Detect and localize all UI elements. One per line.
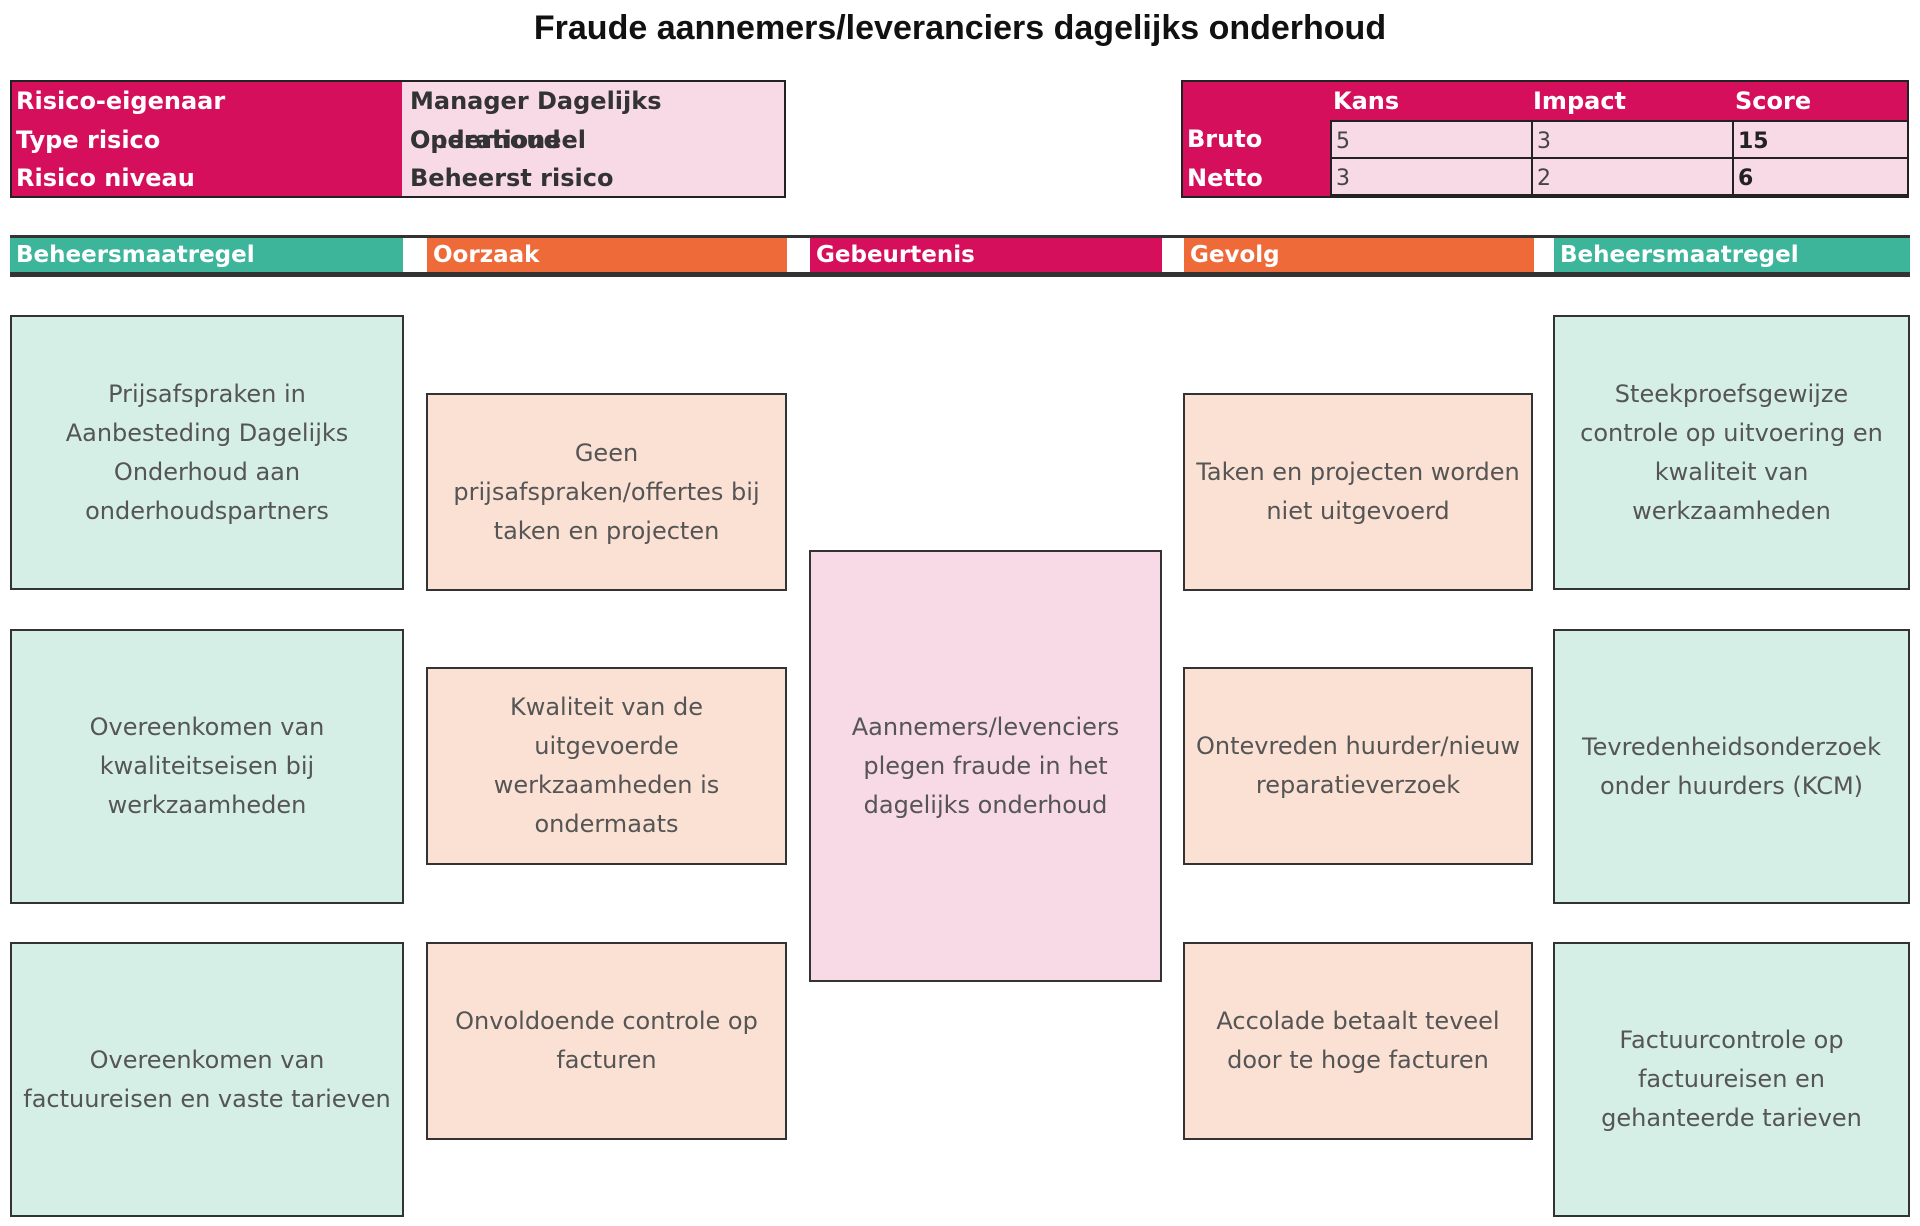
cause-text: Kwaliteit van de uitgevoerde werkzaamhed… bbox=[493, 693, 720, 838]
bruto-score: 15 bbox=[1732, 120, 1909, 159]
right-control-box: Tevredenheidsonderzoek onder huurders (K… bbox=[1553, 629, 1910, 904]
consequence-text: Taken en projecten worden niet uitgevoer… bbox=[1196, 458, 1520, 525]
consequence-box: Accolade betaalt teveel door te hoge fac… bbox=[1183, 942, 1533, 1140]
band-oorzaak: Oorzaak bbox=[427, 238, 787, 272]
risk-info-labels: Risico-eigenaar Type risico Risico nivea… bbox=[12, 82, 402, 196]
cause-text: Onvoldoende controle op facturen bbox=[455, 1007, 758, 1074]
netto-score: 6 bbox=[1732, 157, 1909, 196]
row-label-netto: Netto bbox=[1187, 164, 1263, 192]
risk-info-table: Risico-eigenaar Type risico Risico nivea… bbox=[10, 80, 786, 198]
cause-box: Geen prijsafspraken/offertes bij taken e… bbox=[426, 393, 787, 591]
netto-impact: 2 bbox=[1531, 157, 1734, 196]
cause-box: Onvoldoende controle op facturen bbox=[426, 942, 787, 1140]
band-beheersmaatregel-right: Beheersmaatregel bbox=[1554, 238, 1910, 272]
left-control-text: Overeenkomen van factuureisen en vaste t… bbox=[23, 1045, 391, 1113]
right-control-box: Steekproefsgewijze controle op uitvoerin… bbox=[1553, 315, 1910, 590]
cause-text: Geen prijsafspraken/offertes bij taken e… bbox=[453, 438, 760, 545]
bruto-impact: 3 bbox=[1531, 120, 1734, 159]
right-control-text: Factuurcontrole op factuureisen en gehan… bbox=[1601, 1026, 1862, 1132]
label-risico-eigenaar: Risico-eigenaar bbox=[16, 87, 226, 115]
header-score: Score bbox=[1735, 87, 1812, 115]
left-control-box: Overeenkomen van factuureisen en vaste t… bbox=[10, 942, 404, 1217]
row-label-bruto: Bruto bbox=[1187, 125, 1263, 153]
value-risico-niveau: Beheerst risico bbox=[410, 164, 614, 193]
band-gevolg: Gevolg bbox=[1184, 238, 1534, 272]
band-gebeurtenis: Gebeurtenis bbox=[810, 238, 1162, 272]
right-control-text: Tevredenheidsonderzoek onder huurders (K… bbox=[1582, 732, 1881, 800]
page-title: Fraude aannemers/leveranciers dagelijks … bbox=[533, 9, 1387, 47]
bowtie-header-band: Beheersmaatregel Oorzaak Gebeurtenis Gev… bbox=[10, 235, 1910, 277]
risk-score-table: Kans Impact Score Bruto Netto 5 3 15 3 2… bbox=[1181, 80, 1909, 198]
value-type-risico: Operationeel bbox=[410, 125, 586, 154]
band-beheersmaatregel-left: Beheersmaatregel bbox=[10, 238, 403, 272]
value-risico-eigenaar: Manager Dagelijks Onderhoud bbox=[410, 87, 662, 154]
left-control-box: Overeenkomen van kwaliteitseisen bij wer… bbox=[10, 629, 404, 904]
header-impact: Impact bbox=[1533, 87, 1627, 115]
bruto-kans: 5 bbox=[1330, 120, 1533, 159]
consequence-box: Ontevreden huurder/nieuw reparatieverzoe… bbox=[1183, 667, 1533, 865]
label-risico-niveau: Risico niveau bbox=[16, 164, 195, 193]
risk-info-values: Manager Dagelijks Onderhoud Operationeel… bbox=[402, 82, 784, 196]
left-control-box: Prijsafspraken in Aanbesteding Dagelijks… bbox=[10, 315, 404, 590]
event-box: Aannemers/levenciers plegen fraude in he… bbox=[809, 550, 1162, 982]
netto-kans: 3 bbox=[1330, 157, 1533, 196]
consequence-text: Ontevreden huurder/nieuw reparatieverzoe… bbox=[1196, 732, 1520, 799]
event-text: Aannemers/levenciers plegen fraude in he… bbox=[851, 712, 1120, 819]
right-control-box: Factuurcontrole op factuureisen en gehan… bbox=[1553, 942, 1910, 1217]
left-control-text: Overeenkomen van kwaliteitseisen bij wer… bbox=[89, 713, 325, 819]
label-type-risico: Type risico bbox=[16, 125, 161, 154]
consequence-text: Accolade betaalt teveel door te hoge fac… bbox=[1216, 1007, 1500, 1074]
header-kans: Kans bbox=[1333, 87, 1400, 115]
consequence-box: Taken en projecten worden niet uitgevoer… bbox=[1183, 393, 1533, 591]
cause-box: Kwaliteit van de uitgevoerde werkzaamhed… bbox=[426, 667, 787, 865]
right-control-text: Steekproefsgewijze controle op uitvoerin… bbox=[1580, 379, 1883, 525]
left-control-text: Prijsafspraken in Aanbesteding Dagelijks… bbox=[65, 379, 349, 525]
